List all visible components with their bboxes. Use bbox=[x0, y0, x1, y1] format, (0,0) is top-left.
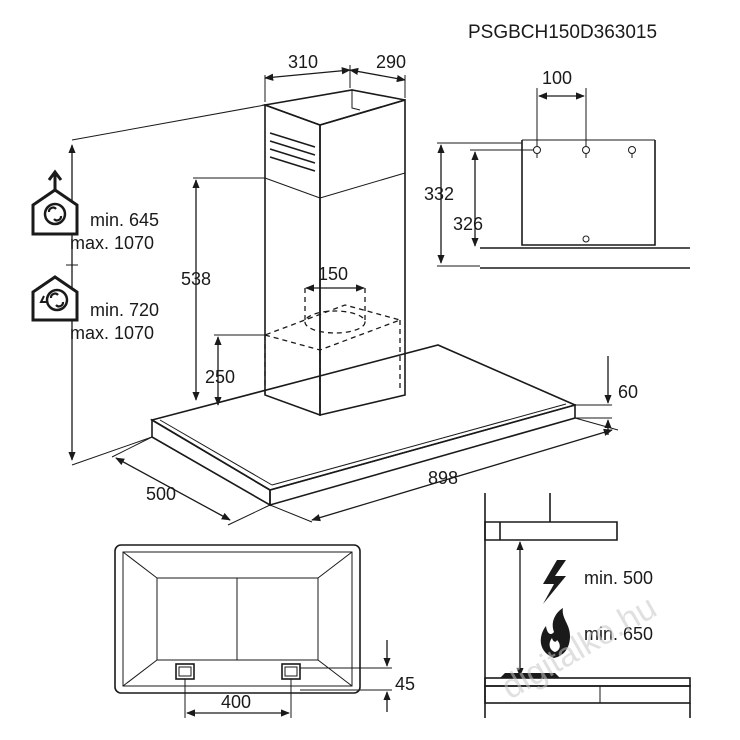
dim-bottom-spacing: 400 bbox=[221, 692, 251, 712]
house-fan-extraction-icon bbox=[31, 169, 79, 236]
dim-canopy-depth: 500 bbox=[146, 484, 176, 504]
dim-chimney-width: 290 bbox=[376, 52, 406, 72]
gas-hob-label: min. 650 bbox=[584, 624, 653, 644]
dim-bracket-height-inner: 326 bbox=[453, 214, 483, 234]
house-fan-recirculation-icon bbox=[31, 275, 79, 322]
dim-canopy-width: 898 bbox=[428, 468, 458, 488]
grease-filter bbox=[175, 663, 301, 680]
recirculation-min: min. 720 bbox=[90, 300, 159, 320]
keyhole-slot bbox=[533, 146, 636, 243]
hood-main-view bbox=[149, 89, 578, 507]
dim-canopy-thickness: 60 bbox=[618, 382, 638, 402]
dim-bottom-offset: 45 bbox=[395, 674, 415, 694]
recirculation-max: max. 1070 bbox=[70, 323, 154, 343]
dim-bracket-height-outer: 332 bbox=[424, 184, 454, 204]
recirculation-mode: min. 720 max. 1070 bbox=[31, 275, 159, 343]
bottom-view: 400 45 bbox=[114, 544, 415, 718]
flame-icon bbox=[540, 608, 570, 658]
dim-motor-height: 250 bbox=[205, 367, 235, 387]
installation-height-view: min. 500 min. 650 bbox=[484, 493, 691, 718]
dim-bracket-spacing: 100 bbox=[542, 68, 572, 88]
main-dimensions: 310 290 538 150 250 60 500 898 bbox=[66, 52, 638, 526]
extraction-mode: min. 645 max. 1070 bbox=[31, 169, 159, 253]
extraction-min: min. 645 bbox=[90, 210, 159, 230]
dim-outlet-diameter: 150 bbox=[318, 264, 348, 284]
dim-chimney-depth: 310 bbox=[288, 52, 318, 72]
vent-slots bbox=[269, 132, 316, 172]
electric-hob-label: min. 500 bbox=[584, 568, 653, 588]
bracket-detail: 100 332 326 bbox=[424, 68, 690, 269]
extraction-max: max. 1070 bbox=[70, 233, 154, 253]
dim-chimney-height: 538 bbox=[181, 269, 211, 289]
model-code: PSGBCH150D363015 bbox=[468, 22, 657, 43]
lightning-icon bbox=[543, 560, 566, 604]
